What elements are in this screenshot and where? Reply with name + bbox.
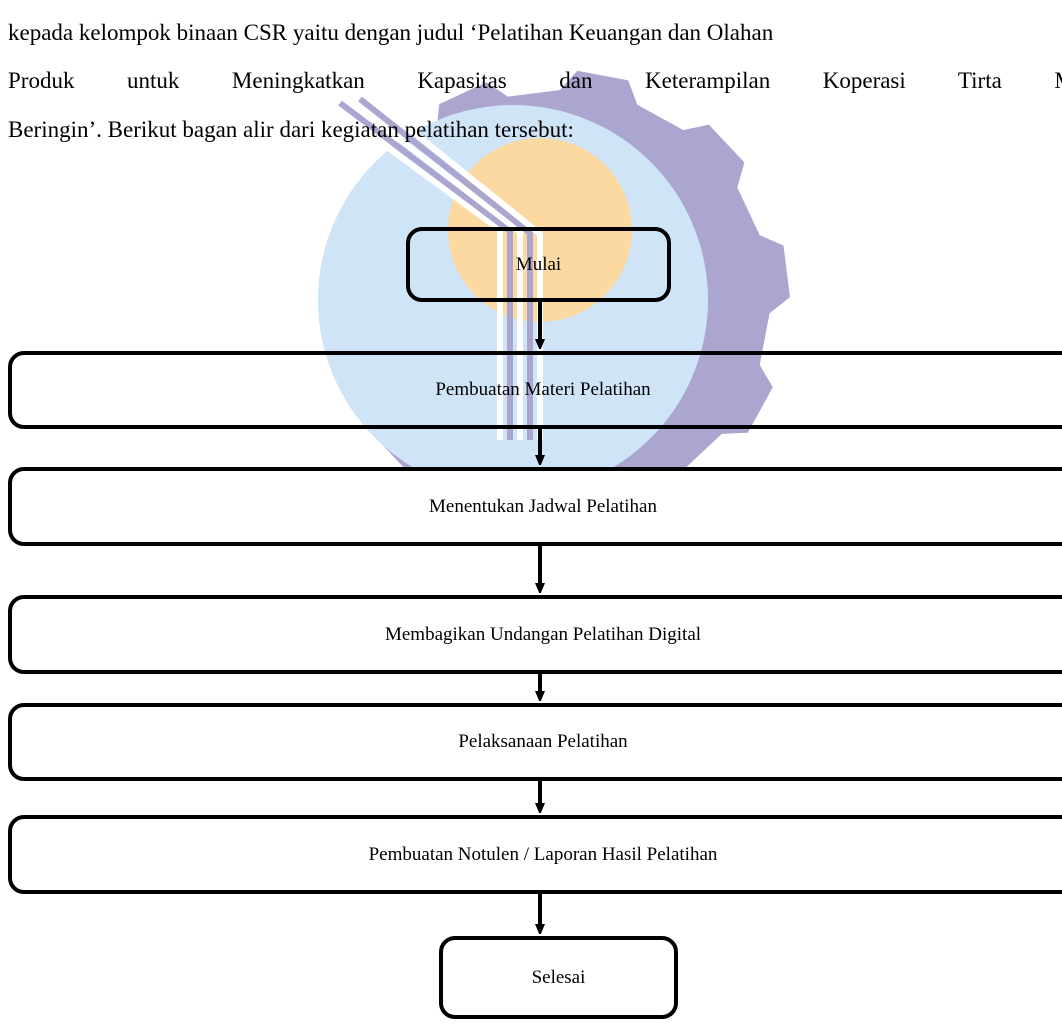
flowchart-step-node: Pembuatan Notulen / Laporan Hasil Pelati… (8, 815, 1062, 894)
watermark-stripe (358, 96, 533, 440)
flowchart-end-node: Selesai (439, 936, 678, 1019)
start-label: Mulai (515, 253, 562, 275)
end-label: Selesai (531, 966, 586, 988)
flowchart-start-node: Mulai (406, 227, 671, 302)
step-label: Membagikan Undangan Pelatihan Digital (384, 623, 702, 645)
paragraph-line-1: kepada kelompok binaan CSR yaitu dengan … (8, 20, 774, 45)
flowchart-step-node: Membagikan Undangan Pelatihan Digital (8, 595, 1062, 674)
flowchart-step-node: Menentukan Jadwal Pelatihan (8, 467, 1062, 546)
step-label: Pelaksanaan Pelatihan (458, 731, 628, 752)
flowchart-step-node: Pembuatan Materi Pelatihan (8, 351, 1062, 429)
watermark-stripe (348, 98, 523, 440)
step-label: Menentukan Jadwal Pelatihan (429, 495, 657, 517)
paragraph-line-2: Produk untuk Meningkatkan Kapasitas dan … (8, 68, 1062, 93)
flowchart-step-node: Pelaksanaan Pelatihan (8, 703, 1062, 781)
watermark-stripe (368, 94, 543, 440)
watermark-stripe (338, 100, 513, 440)
step-label: Pembuatan Notulen / Laporan Hasil Pelati… (368, 843, 718, 865)
paragraph-line-3: Beringin’. Berikut bagan alir dari kegia… (8, 117, 574, 142)
step-label: Pembuatan Materi Pelatihan (435, 379, 651, 400)
